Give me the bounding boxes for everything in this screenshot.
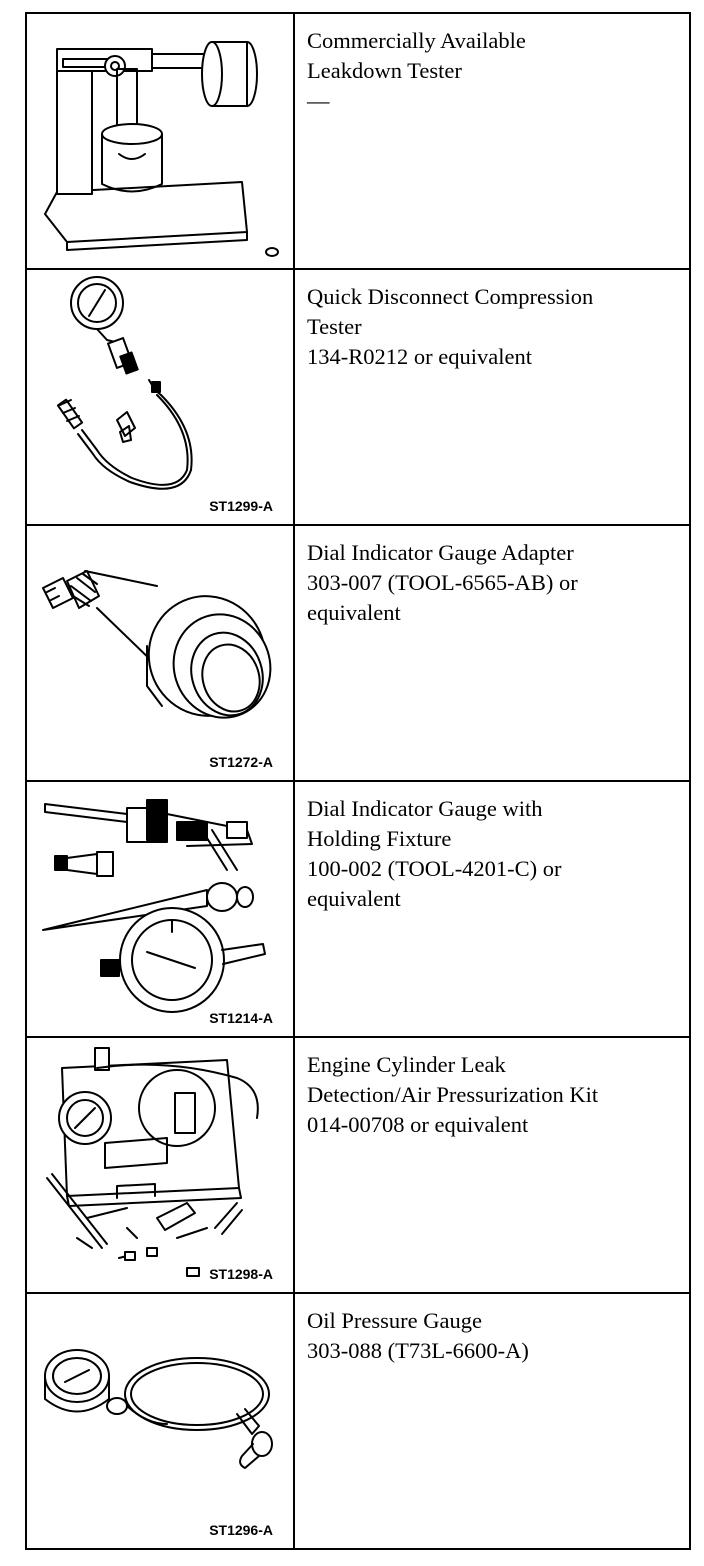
leakdown-tester-icon [44,41,279,257]
leak-detection-kit-icon [46,1047,259,1277]
tool-image-cell: ST1214-A [25,780,295,1038]
tool-row: Commercially Available Leakdown Tester — [25,12,691,270]
tool-name-line: Holding Fixture [307,826,452,851]
tool-description: Dial Indicator Gauge Adapter 303-007 (TO… [293,524,691,782]
tool-name-line: Dial Indicator Gauge with [307,796,543,821]
tool-description: Quick Disconnect Compression Tester 134-… [293,268,691,526]
tool-name-line: Dial Indicator Gauge Adapter [307,540,574,565]
tool-row: ST1214-A Dial Indicator Gauge with Holdi… [25,780,691,1038]
tool-name-line: Leakdown Tester [307,58,462,83]
figure-label: ST1299-A [209,498,273,514]
tool-number: 303-088 (T73L-6600-A) [307,1338,529,1363]
tool-name-line: Commercially Available [307,28,526,53]
oil-pressure-gauge-icon [44,1349,273,1469]
tool-image-cell [25,12,295,270]
figure-label: ST1214-A [209,1010,273,1026]
tool-row: ST1296-A Oil Pressure Gauge 303-088 (T73… [25,1292,691,1550]
gauge-adapter-icon [42,570,272,719]
tool-image-cell: ST1296-A [25,1292,295,1550]
special-tools-table: Commercially Available Leakdown Tester — [25,12,691,1550]
tool-description: Commercially Available Leakdown Tester — [293,12,691,270]
tool-name-line: Quick Disconnect Compression [307,284,594,309]
figure-label: ST1298-A [209,1266,273,1282]
figure-label: ST1272-A [209,754,273,770]
tool-image-cell: ST1272-A [25,524,295,782]
tool-number: 134-R0212 or equivalent [307,344,532,369]
tool-name-line: Engine Cylinder Leak [307,1052,506,1077]
tool-name-line: Tester [307,314,362,339]
tool-image-cell: ST1299-A [25,268,295,526]
tool-number: 014-00708 or equivalent [307,1112,529,1137]
tool-name-line: Detection/Air Pressurization Kit [307,1082,599,1107]
tool-image-cell: ST1298-A [25,1036,295,1294]
tool-number: 100-002 (TOOL-4201-C) or [307,856,562,881]
compression-tester-icon [56,276,193,490]
tool-number: equivalent [307,886,401,911]
figure-label: ST1296-A [209,1522,273,1538]
tool-row: ST1298-A Engine Cylinder Leak Detection/… [25,1036,691,1294]
tool-row: ST1272-A Dial Indicator Gauge Adapter 30… [25,524,691,782]
tool-description: Dial Indicator Gauge with Holding Fixtur… [293,780,691,1038]
tool-description: Oil Pressure Gauge 303-088 (T73L-6600-A) [293,1292,691,1550]
tool-name-line: Oil Pressure Gauge [307,1308,482,1333]
tool-number: 303-007 (TOOL-6565-AB) or [307,570,578,595]
tool-number: equivalent [307,600,401,625]
dial-indicator-icon [42,799,266,1013]
tool-description: Engine Cylinder Leak Detection/Air Press… [293,1036,691,1294]
tool-number: — [307,88,330,113]
tool-row: ST1299-A Quick Disconnect Compression Te… [25,268,691,526]
